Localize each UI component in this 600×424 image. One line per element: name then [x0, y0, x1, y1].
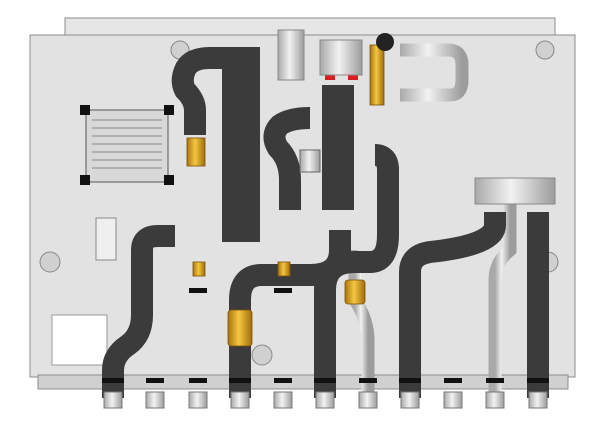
mounting-hole [251, 344, 273, 366]
brass-strainer [227, 309, 253, 347]
outlet-connector [188, 391, 208, 409]
brass-valve [344, 279, 366, 305]
outlet-connector [528, 391, 548, 409]
terminal-block [95, 217, 117, 261]
brass-safety-valve [369, 44, 385, 106]
mixing-valve [319, 39, 363, 76]
plate-heat-exchanger [222, 47, 260, 242]
outlet-connector [443, 391, 463, 409]
insulated-pipe [263, 107, 311, 210]
pipe-clamps [102, 288, 549, 383]
outlet-connector [145, 391, 165, 409]
outlet-connector [358, 391, 378, 409]
mounting-panel [29, 17, 576, 390]
outlet-connector [230, 391, 250, 409]
distribution-manifold [474, 177, 556, 205]
insulated-pipe [171, 47, 222, 135]
outlet-connector [315, 391, 335, 409]
insulated-pipe [314, 144, 399, 398]
brass-valve [186, 137, 206, 167]
outlet-connector [485, 391, 505, 409]
steel-pipe [488, 200, 517, 400]
mounting-hole [39, 251, 61, 273]
mounting-hole [535, 40, 555, 60]
outlet-connector [400, 391, 420, 409]
insulated-pipes [102, 47, 549, 398]
bottom-rail [37, 374, 569, 390]
pressure-gauge [376, 33, 394, 51]
hydraulic-separator [322, 85, 354, 210]
brass-nut [277, 261, 291, 277]
brass-fittings [186, 44, 385, 347]
sensor [299, 149, 321, 173]
pump-body [277, 29, 305, 81]
bottom-outlets [103, 391, 548, 409]
insulated-pipe [399, 212, 506, 398]
insulated-pipe [102, 225, 175, 398]
outlet-connector [273, 391, 293, 409]
steel-pipe [400, 43, 469, 102]
brass-nut [192, 261, 206, 277]
label-plate [51, 314, 108, 366]
controller-box [80, 105, 174, 185]
outlet-connector [103, 391, 123, 409]
